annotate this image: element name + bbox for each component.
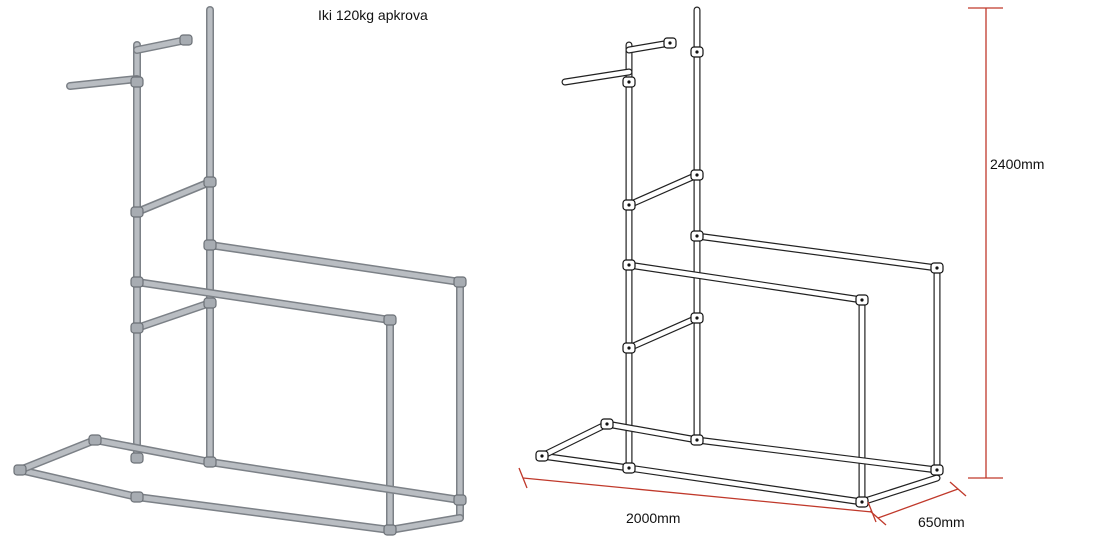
outline-fitting-5-bolt	[695, 316, 699, 320]
shaded-fitting-5	[203, 297, 217, 309]
outline-tubes	[538, 6, 941, 506]
outline-fitting-12-bolt	[935, 468, 939, 472]
outline-fitting-11-bolt	[860, 500, 864, 504]
shaded-tube-ladder-rung-upper-highlight	[134, 179, 213, 215]
shaded-tubes	[16, 6, 464, 534]
shaded-fitting-4	[203, 239, 217, 251]
shaded-fitting-0	[130, 76, 144, 88]
outline-fitting-9-bolt	[627, 466, 631, 470]
outline-tube-base-rear-long-fill	[694, 437, 940, 473]
shaded-fitting-16	[179, 34, 193, 46]
load-caption: Iki 120kg apkrova	[318, 7, 428, 23]
outline-fitting-13-bolt	[540, 454, 544, 458]
shaded-tube-base-rear-left-highlight	[92, 437, 213, 465]
shaded-tube-upper-rail-side-highlight	[207, 242, 463, 285]
shaded-fitting-3	[130, 276, 144, 288]
outline-tube-lower-rail-side-fill	[626, 262, 865, 303]
shaded-tube-base-front-long-highlight	[134, 494, 393, 533]
shaded-tube-top-bar-rear-highlight	[134, 37, 189, 53]
outline-fitting-3-bolt	[627, 263, 631, 267]
shaded-tube-base-front-right-highlight	[387, 515, 463, 533]
outline-fitting-15-bolt	[668, 41, 672, 45]
shaded-fitting-7	[453, 276, 467, 288]
shaded-fitting-11	[130, 491, 144, 503]
outline-fitting-8-bolt	[860, 298, 864, 302]
outline-tube-upper-rail-side-fill	[694, 233, 940, 271]
outline-tube-ladder-rung-lower-fill	[626, 315, 700, 351]
shaded-fitting-8	[383, 314, 397, 326]
shaded-fittings	[13, 34, 467, 536]
shaded-fitting-10	[203, 456, 217, 468]
outline-tube-base-front-right-fill	[859, 475, 940, 505]
outline-fitting-1-bolt	[627, 203, 631, 207]
shaded-fitting-9	[130, 452, 144, 464]
outline-fitting-2-bolt	[695, 173, 699, 177]
depth-label: 650mm	[918, 514, 965, 530]
depth-dimension-line	[869, 481, 967, 526]
outline-tube-top-bar-rear-fill	[626, 40, 673, 53]
shaded-tube-base-rear-long-highlight	[207, 459, 463, 503]
shaded-fitting-14	[13, 464, 27, 476]
outline-fittings	[535, 37, 944, 508]
outline-fitting-14-bolt	[605, 422, 609, 426]
shaded-tube-ladder-rung-lower-highlight	[134, 300, 213, 331]
outline-fitting-10-bolt	[695, 438, 699, 442]
shaded-fitting-6	[130, 322, 144, 334]
outline-fitting-0-bolt	[627, 80, 631, 84]
shaded-tube-top-bar-handle-highlight	[67, 76, 140, 89]
shaded-fitting-13	[453, 494, 467, 506]
outline-fitting-4-bolt	[695, 234, 699, 238]
height-dimension-line	[968, 7, 1003, 479]
height-label: 2400mm	[990, 156, 1045, 172]
shaded-fitting-12	[383, 524, 397, 536]
outline-tube-base-front-left-fill	[539, 453, 632, 471]
shaded-tube-lower-rail-side-highlight	[134, 279, 393, 323]
outline-tube-base-front-long-fill	[626, 465, 865, 505]
outline-fitting-6-bolt	[627, 346, 631, 350]
outline-fitting-7-bolt	[935, 266, 939, 270]
shaded-rack	[13, 6, 467, 536]
outline-tube-base-left-depth-fill	[539, 421, 610, 459]
shaded-tube-base-front-left-highlight	[17, 467, 140, 500]
shaded-fitting-1	[130, 206, 144, 218]
outline-rack	[535, 6, 944, 508]
dimension-lines	[518, 7, 1003, 526]
outline-tube-base-rear-left-fill	[604, 421, 700, 443]
shaded-tube-base-left-depth-highlight	[17, 437, 98, 473]
outline-tube-ladder-rung-upper-fill	[626, 172, 700, 208]
length-label: 2000mm	[626, 510, 681, 526]
shaded-fitting-15	[88, 434, 102, 446]
shaded-fitting-2	[203, 176, 217, 188]
outline-tube-top-bar-handle-fill	[562, 69, 632, 85]
outline-fitting-16-bolt	[695, 50, 699, 54]
